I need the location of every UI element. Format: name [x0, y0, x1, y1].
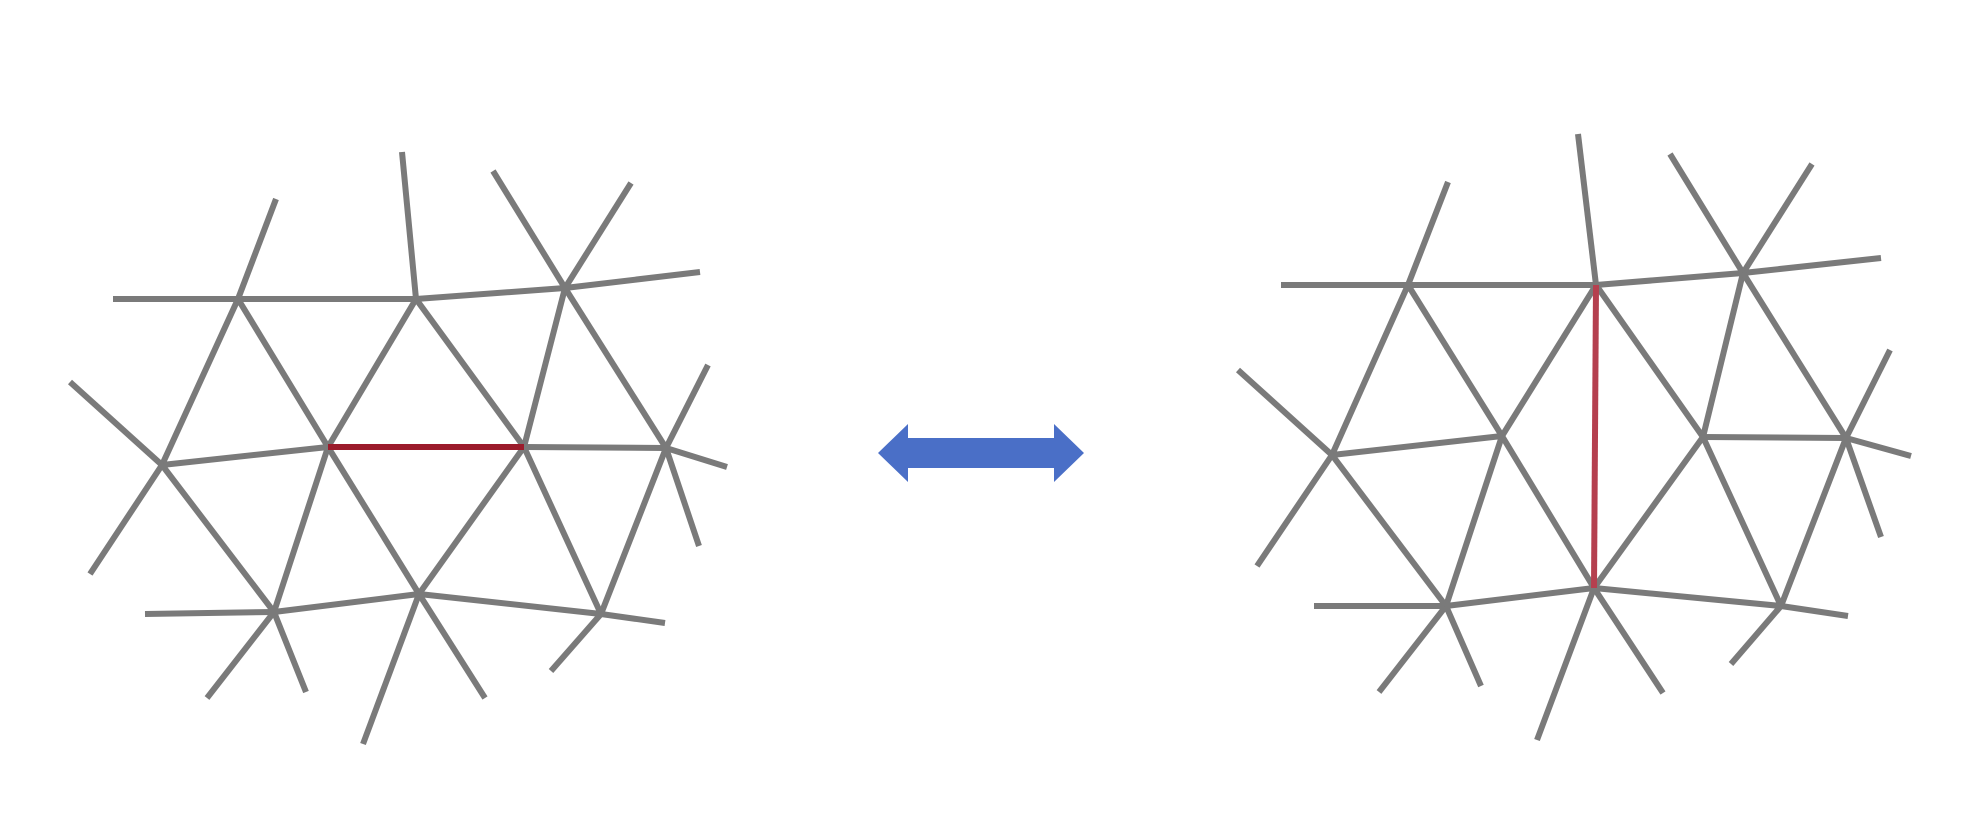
right-mesh-edge: [1742, 255, 1882, 276]
right-mesh-edge: [1740, 162, 1815, 275]
left-mesh-edge: [271, 610, 309, 694]
left-mesh-edge: [273, 591, 420, 615]
left-mesh-edge: [144, 609, 275, 617]
right-mesh-edge: [1331, 433, 1503, 458]
right-mesh-edge: [1667, 152, 1746, 275]
flip-arrow: [878, 424, 1084, 482]
left-mesh-edge: [521, 445, 604, 616]
right-mesh-edge: [1254, 453, 1335, 568]
right-mesh-edge: [1700, 435, 1784, 608]
right-mesh-edge: [1329, 283, 1411, 457]
left-mesh-edge: [159, 463, 277, 614]
right-mesh-edge: [1780, 603, 1849, 619]
left-mesh-edge: [159, 297, 241, 467]
left-mesh-edge: [360, 592, 422, 746]
right-mesh-edge: [1443, 604, 1484, 688]
right-mesh-highlighted-edge: [1591, 284, 1599, 589]
left-mesh-edge: [416, 592, 488, 700]
right-mesh-edge: [1575, 133, 1599, 286]
left-mesh-edge: [325, 445, 422, 596]
left-mesh-edge: [67, 379, 165, 468]
left-mesh-edge: [490, 169, 568, 290]
right-mesh-edge: [1728, 604, 1784, 666]
left-mesh-edge: [416, 445, 527, 596]
left-mesh-edge: [413, 297, 527, 449]
right-mesh-edge: [1595, 270, 1744, 288]
right-mesh: [1235, 133, 1912, 742]
right-mesh-edge: [1329, 453, 1449, 608]
right-mesh-edge: [1443, 435, 1505, 607]
right-mesh-edge: [1843, 437, 1884, 538]
right-mesh-edge: [1778, 436, 1849, 608]
left-mesh-edge: [564, 269, 701, 291]
right-mesh-edge: [1405, 283, 1505, 438]
right-mesh-edge: [1593, 283, 1706, 439]
right-mesh-edge: [1405, 180, 1451, 287]
left-mesh-edge: [87, 463, 165, 576]
right-mesh-edge: [1499, 283, 1599, 438]
right-mesh-edge: [1591, 435, 1706, 590]
right-mesh-edge: [1845, 435, 1912, 459]
right-mesh-edge: [1376, 604, 1449, 694]
right-mesh-edge: [1702, 434, 1847, 441]
left-mesh-edge: [600, 611, 666, 626]
right-mesh-edge: [1534, 586, 1597, 742]
right-mesh-edge: [1499, 434, 1597, 590]
left-mesh-edge: [523, 444, 667, 451]
left-mesh-edge: [663, 447, 702, 547]
left-mesh-edge: [235, 197, 279, 301]
left-mesh-edge: [598, 446, 669, 616]
right-mesh-edge: [1740, 271, 1849, 440]
right-mesh-edge: [1445, 585, 1595, 609]
left-mesh-edge: [521, 287, 568, 448]
left-mesh-edge: [665, 445, 728, 470]
left-mesh-edge: [271, 446, 331, 613]
left-mesh-edge: [562, 181, 634, 290]
left-mesh: [67, 151, 728, 746]
right-mesh-edge: [1700, 272, 1746, 438]
left-mesh-edge: [235, 297, 331, 449]
right-mesh-edge: [1843, 348, 1893, 440]
left-mesh-edge: [562, 286, 669, 450]
left-mesh-edge: [399, 151, 419, 300]
right-mesh-edge: [1591, 586, 1666, 695]
left-mesh-edge: [418, 591, 602, 617]
right-mesh-edge: [1235, 367, 1335, 458]
left-mesh-edge: [663, 363, 711, 450]
left-mesh-edge: [161, 444, 329, 468]
left-mesh-edge: [325, 297, 419, 449]
left-mesh-edge: [415, 285, 566, 302]
double-headed-arrow-icon: [878, 424, 1084, 482]
left-mesh-edge: [204, 610, 277, 700]
left-mesh-edge: [548, 612, 604, 673]
right-mesh-edge: [1593, 585, 1782, 609]
